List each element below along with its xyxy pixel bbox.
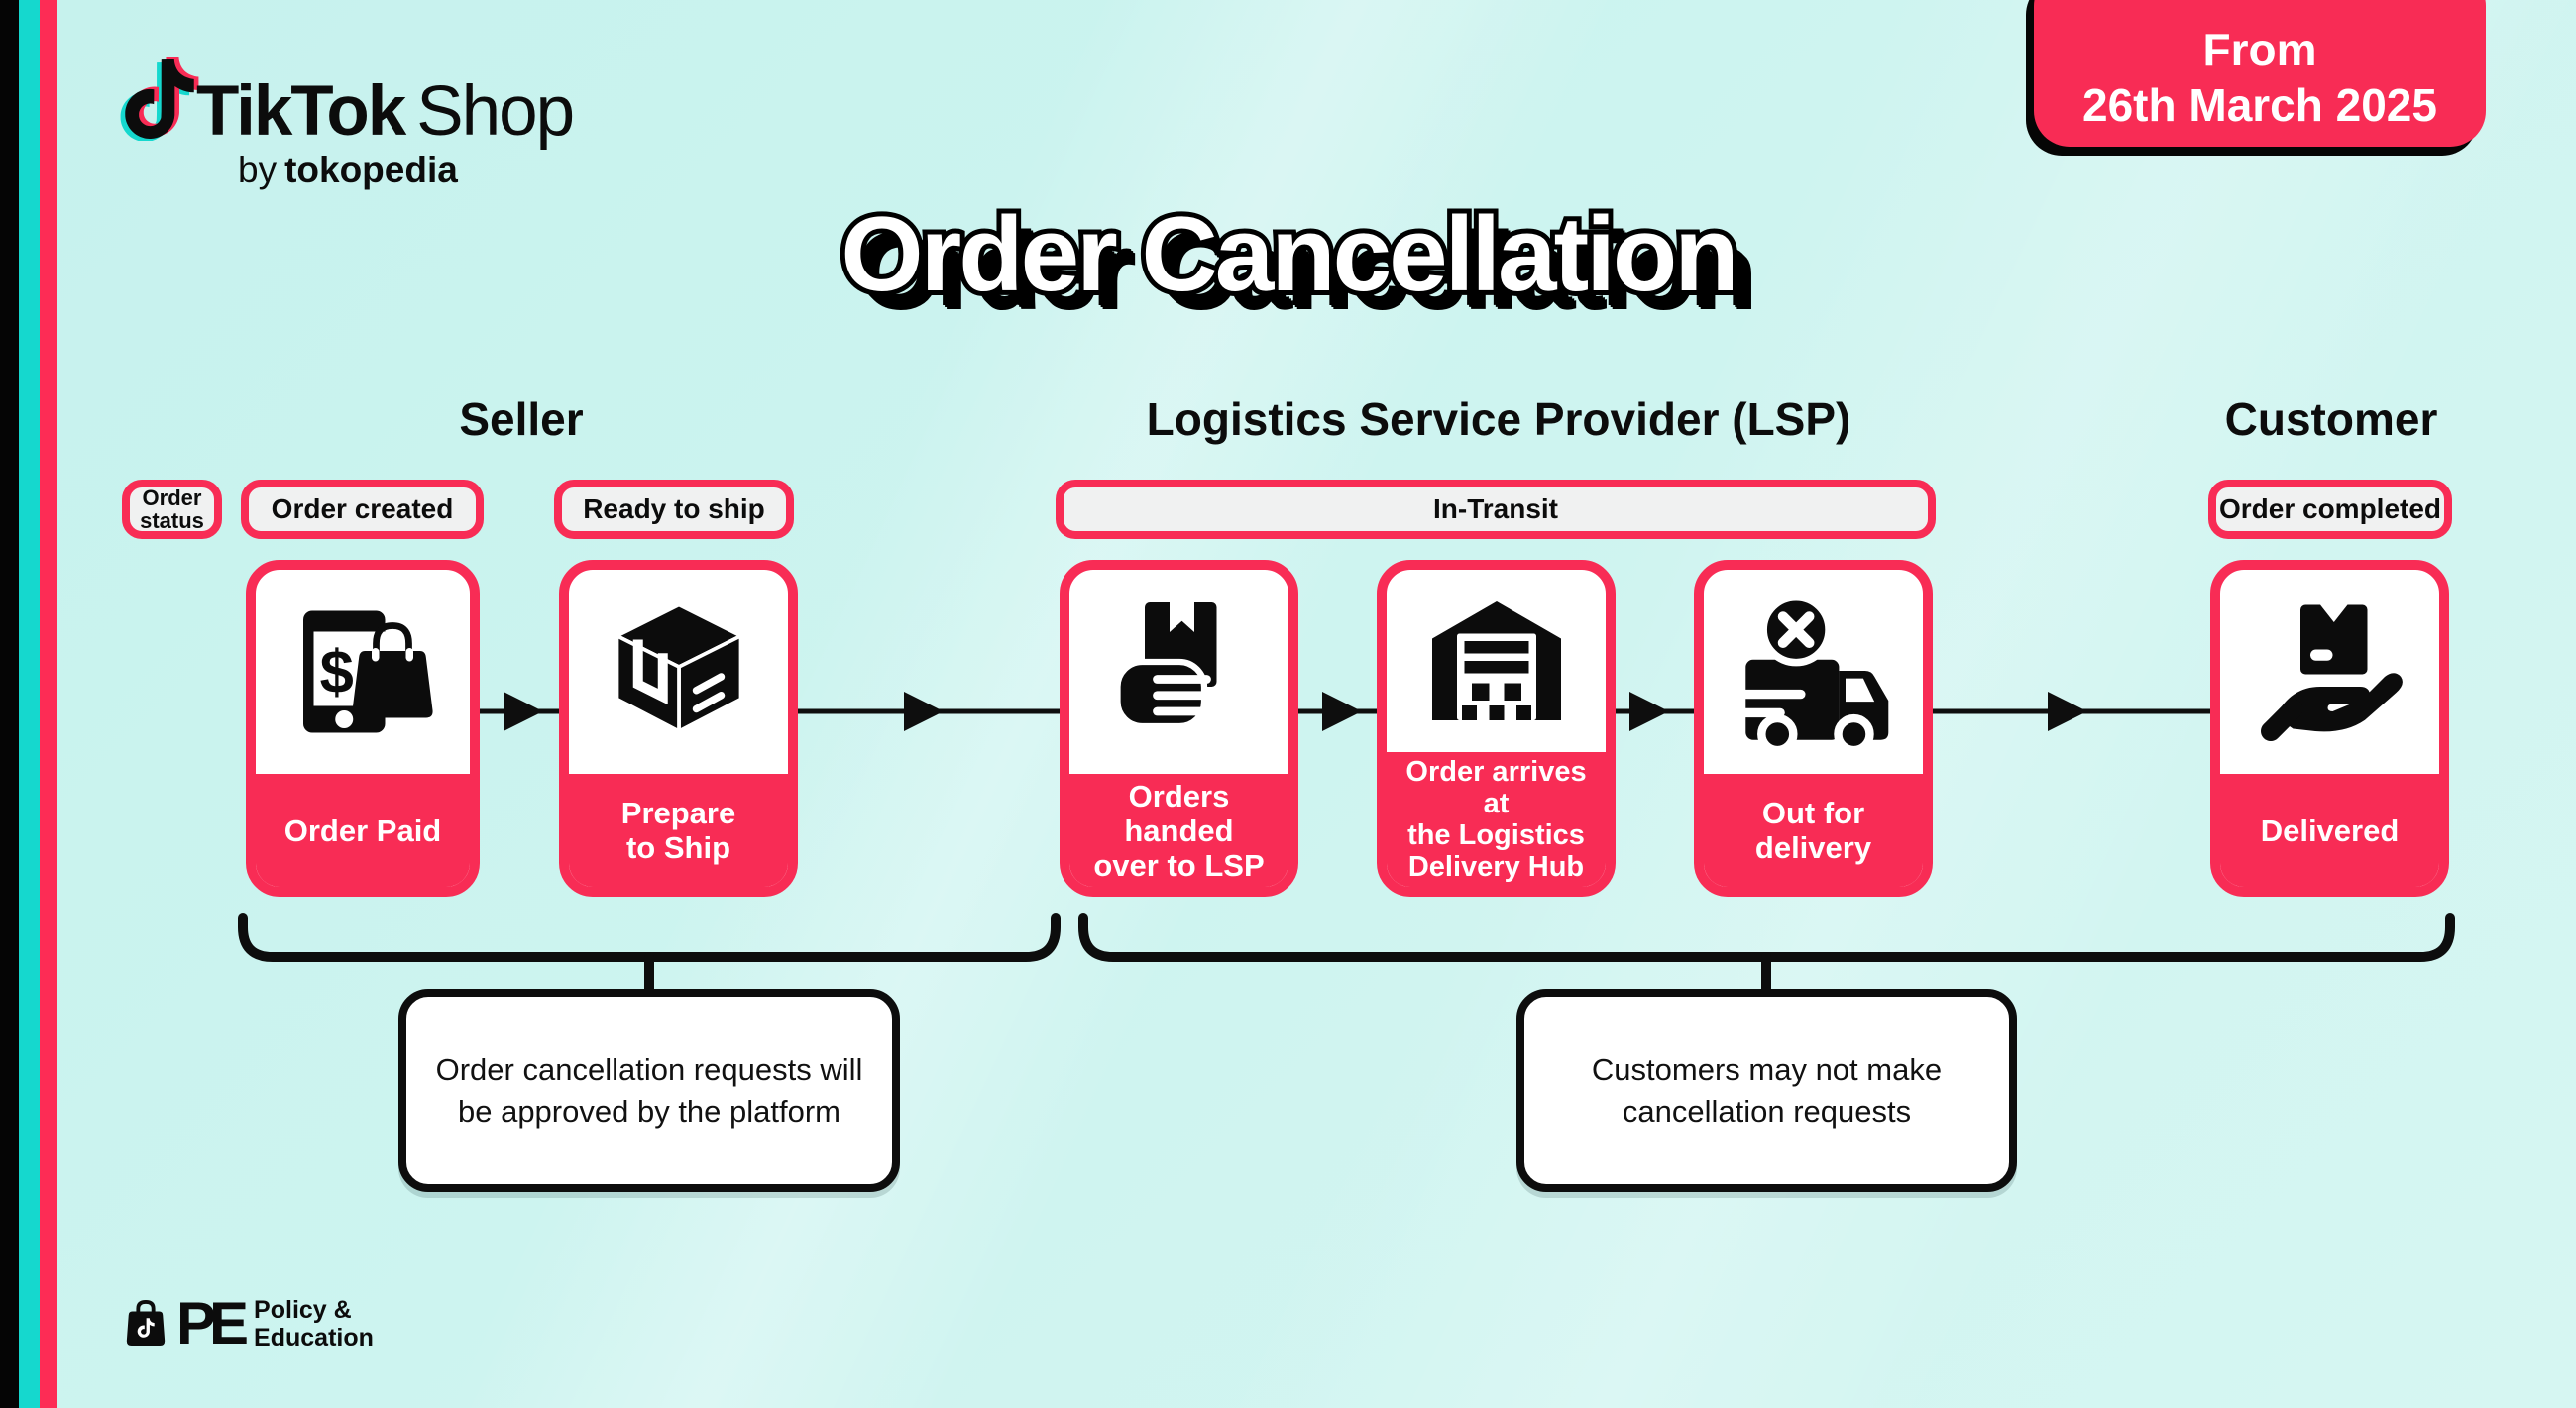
byline-tokopedia: tokopedia <box>284 150 458 190</box>
step-card-order-paid: $ Order Paid <box>246 560 480 897</box>
step-icon-zone <box>1704 570 1923 774</box>
status-badge-order-created: Order created <box>241 480 484 539</box>
note-platform-approval: Order cancellation requests will be appr… <box>398 989 900 1192</box>
page-title: Order Cancellation <box>836 189 1743 318</box>
flow-arrowhead-icon <box>904 692 944 731</box>
edge-stripe-black <box>0 0 19 1408</box>
edge-stripe-cyan <box>19 0 40 1408</box>
step-card-delivered: Delivered <box>2210 560 2449 897</box>
status-badge-in-transit: In-Transit <box>1056 480 1936 539</box>
note-customer-restriction: Customers may not make cancellation requ… <box>1516 989 2017 1192</box>
date-badge-line1: From <box>2202 24 2317 75</box>
handover-package-icon <box>1113 602 1216 730</box>
step-label: Delivered <box>2220 774 2439 887</box>
step-icon-zone <box>569 570 788 774</box>
order-status-axis-label: Order status <box>122 480 222 539</box>
package-box-icon <box>612 602 745 735</box>
shopping-bag-icon <box>126 1300 166 1347</box>
payment-phone-icon: $ <box>303 610 433 733</box>
flow-arrowhead-icon <box>1322 692 1362 731</box>
step-label: Order arrives at the Logistics Delivery … <box>1387 752 1606 887</box>
delivered-package-icon <box>2260 604 2403 741</box>
step-card-prepare-to-ship: Prepare to Ship <box>559 560 798 897</box>
section-header-customer: Customer <box>2224 393 2438 445</box>
tiktok-note-icon <box>120 57 199 141</box>
delivery-truck-cancel-icon <box>1739 593 1888 751</box>
seller-scope-bracket <box>238 913 1061 962</box>
byline-by: by <box>238 150 278 190</box>
policy-education-logo: PE Policy & Education <box>123 1294 374 1354</box>
section-header-seller: Seller <box>459 393 584 445</box>
step-icon-zone: $ <box>256 570 470 774</box>
lsp-scope-bracket <box>1078 913 2455 962</box>
svg-text:$: $ <box>320 638 354 706</box>
step-card-logistics-hub: Order arrives at the Logistics Delivery … <box>1377 560 1616 897</box>
edge-stripe-pink <box>40 0 57 1408</box>
brand-shop: Shop <box>416 72 575 151</box>
step-label: Orders handed over to LSP <box>1069 774 1288 887</box>
step-icon-zone <box>1069 570 1288 774</box>
step-label: Out for delivery <box>1704 774 1923 887</box>
date-badge-line2: 26th March 2025 <box>2082 79 2437 131</box>
section-header-lsp: Logistics Service Provider (LSP) <box>1146 393 1851 445</box>
step-card-out-for-delivery: Out for delivery <box>1694 560 1933 897</box>
step-card-handover-lsp: Orders handed over to LSP <box>1060 560 1298 897</box>
step-icon-zone <box>1387 570 1606 752</box>
step-label: Order Paid <box>256 774 470 887</box>
status-badge-ready-to-ship: Ready to ship <box>554 480 794 539</box>
flow-arrowhead-icon <box>504 692 543 731</box>
warehouse-icon <box>1431 601 1561 720</box>
pe-monogram: PE <box>176 1290 249 1356</box>
brand-tiktok: TikTok <box>196 72 406 151</box>
effective-date-badge: From 26th March 2025 <box>2034 0 2486 147</box>
step-label: Prepare to Ship <box>569 774 788 887</box>
step-icon-zone <box>2220 570 2439 774</box>
flow-arrowhead-icon <box>1629 692 1669 731</box>
pe-label: Policy & Education <box>254 1296 374 1352</box>
flow-arrowhead-icon <box>2048 692 2087 731</box>
status-badge-order-completed: Order completed <box>2208 480 2452 539</box>
